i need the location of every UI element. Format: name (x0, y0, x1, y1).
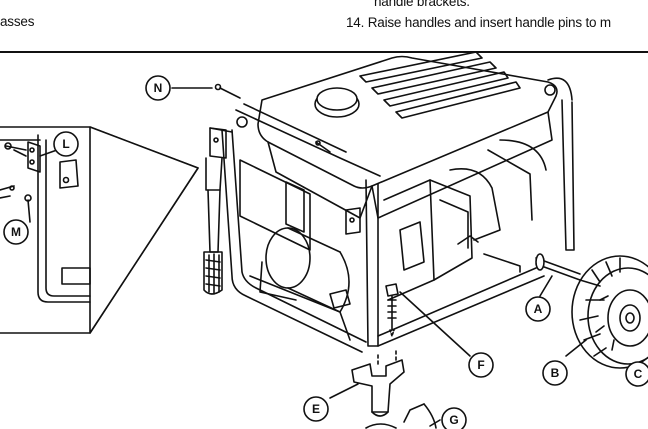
callout-M: M (3, 219, 29, 245)
callout-A-label: A (534, 302, 543, 316)
generator-assembly-illustration: N L M A F B C E (0, 53, 648, 429)
callout-B-label: B (551, 366, 560, 380)
axle-and-wheel (535, 253, 648, 369)
callout-F: F (468, 352, 494, 378)
callout-N-label: N (154, 81, 163, 95)
section-divider (0, 51, 648, 53)
callout-E-label: E (312, 402, 320, 416)
instruction-text-fragment: asses (0, 14, 35, 29)
callout-F-label: F (477, 358, 484, 372)
bolt-and-foot (351, 283, 437, 429)
callout-G-label: G (449, 413, 458, 427)
callout-C-label: C (634, 367, 643, 381)
callout-G: G (441, 407, 467, 429)
detail-inset (0, 126, 199, 334)
callout-B: B (542, 360, 568, 386)
callout-leaders (27, 87, 587, 427)
callout-E: E (303, 396, 329, 422)
generator-frame (209, 53, 575, 353)
callout-M-label: M (11, 225, 21, 239)
callout-N: N (145, 75, 171, 101)
callout-C: C (625, 361, 648, 387)
callout-A: A (525, 296, 551, 322)
instruction-step-14: 14. Raise handles and insert handle pins… (346, 15, 611, 30)
callout-L-label: L (62, 137, 69, 151)
handle-bar (203, 83, 241, 295)
instruction-step-13-tail: handle brackets. (374, 0, 470, 9)
callout-L: L (53, 131, 79, 157)
